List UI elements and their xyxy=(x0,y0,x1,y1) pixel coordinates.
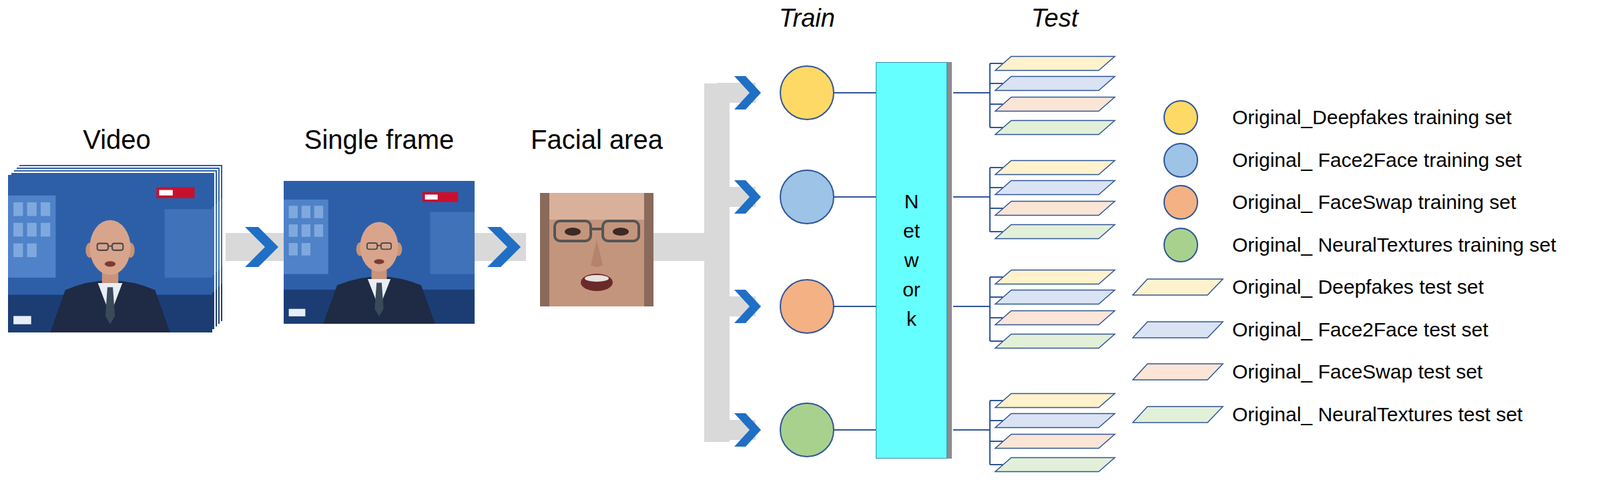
test-set-sheet xyxy=(995,224,1115,239)
test-set-sheet xyxy=(995,334,1115,349)
test-set-sheet xyxy=(995,434,1115,449)
test-set-sheet xyxy=(995,457,1115,472)
legend-swatch xyxy=(1132,321,1223,338)
legend-swatch-box xyxy=(1132,321,1225,339)
flow-arrow xyxy=(474,226,526,268)
legend-text: Original_ NeuralTextures training set xyxy=(1232,232,1556,257)
flow-arrow xyxy=(225,226,284,268)
network-label: Network xyxy=(901,186,922,334)
legend-swatch xyxy=(1164,143,1198,177)
test-set-sheet xyxy=(995,120,1115,135)
legend-swatch-box xyxy=(1162,142,1199,179)
legend-swatch xyxy=(1132,363,1223,380)
legend-swatch-box xyxy=(1132,405,1225,424)
legend-text: Original_ FaceSwap training set xyxy=(1232,190,1516,215)
legend-text: Original_Deepfakes training set xyxy=(1232,105,1512,130)
test-set-sheet xyxy=(995,201,1115,216)
test-set-sheet xyxy=(995,76,1115,91)
panel-title: Single frame xyxy=(283,123,475,156)
training-set-circle xyxy=(780,170,834,224)
legend-text: Original_ NeuralTextures test set xyxy=(1232,402,1523,427)
test-set-sheet xyxy=(995,56,1115,71)
legend-text: Original_ FaceSwap test set xyxy=(1232,359,1483,384)
legend-text: Original_ Deepfakes test set xyxy=(1232,275,1484,300)
training-set-circle xyxy=(780,279,834,334)
test-set-sheet xyxy=(995,160,1115,175)
test-set-sheet xyxy=(995,270,1115,285)
test-set-sheet xyxy=(995,393,1115,408)
test-set-sheet xyxy=(995,290,1115,305)
training-set-circle xyxy=(780,66,834,120)
legend-swatch xyxy=(1132,279,1223,296)
image-panel: Single frame xyxy=(283,123,475,326)
legend-swatch-box xyxy=(1162,226,1199,263)
column-heading: Train xyxy=(778,2,836,34)
column-heading: Test xyxy=(1031,2,1079,34)
legend-swatch xyxy=(1164,100,1198,135)
legend-swatch-box xyxy=(1162,99,1199,136)
test-set-sheet xyxy=(995,97,1115,112)
legend-swatch-box xyxy=(1132,278,1225,296)
legend-swatch-box xyxy=(1162,184,1199,221)
test-set-sheet xyxy=(995,413,1115,428)
legend-text: Original_ Face2Face training set xyxy=(1232,148,1522,173)
legend-swatch xyxy=(1132,406,1223,423)
legend-text: Original_ Face2Face test set xyxy=(1232,317,1489,342)
legend-swatch xyxy=(1164,185,1198,219)
image-panel: Video xyxy=(8,123,226,334)
panel-title: Video xyxy=(8,123,226,156)
legend-swatch xyxy=(1164,228,1198,262)
training-set-circle xyxy=(780,403,834,457)
test-set-sheet xyxy=(995,180,1115,195)
network-box: Network xyxy=(875,62,948,459)
image-panel: Facial area xyxy=(525,123,668,309)
legend-swatch-box xyxy=(1132,363,1225,381)
panel-title: Facial area xyxy=(525,123,668,156)
test-set-sheet xyxy=(995,311,1115,326)
